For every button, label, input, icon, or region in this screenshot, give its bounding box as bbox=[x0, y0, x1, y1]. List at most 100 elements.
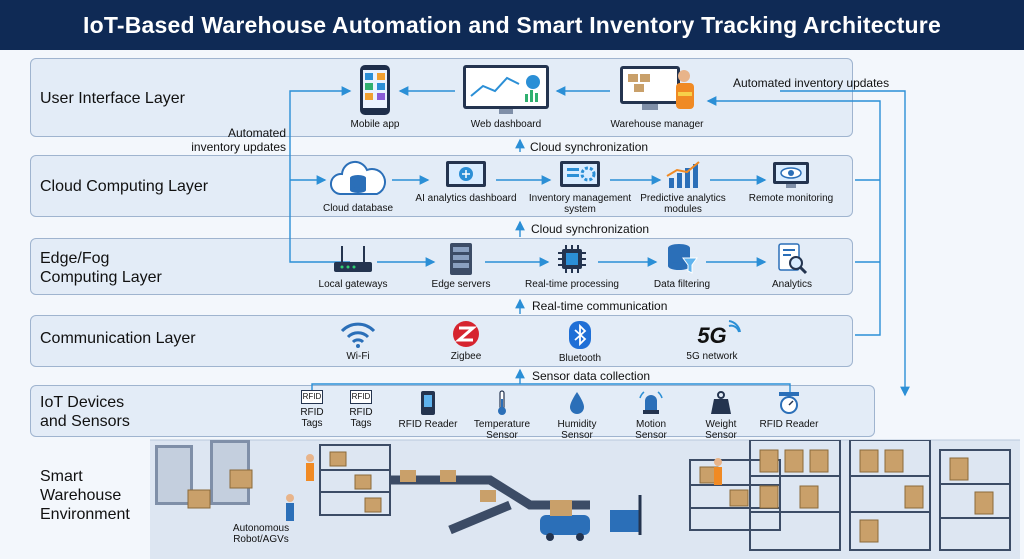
warehouse-illustration bbox=[155, 440, 1011, 551]
fiveg-component: 5G 5G network bbox=[657, 320, 767, 362]
server-rack-icon bbox=[450, 243, 472, 275]
motion-sensor-component: Motion Sensor bbox=[596, 390, 706, 441]
warehouse-manager-component: Warehouse manager bbox=[602, 64, 712, 130]
layer-label-cloud: Cloud Computing Layer bbox=[40, 178, 209, 195]
fiveg-logo-icon: 5G bbox=[657, 320, 767, 351]
remote-monitoring-label: Remote monitoring bbox=[748, 193, 834, 204]
flow-label-sensor-collection: Sensor data collection bbox=[532, 369, 651, 383]
ai-brain-dashboard-icon bbox=[446, 161, 486, 187]
dashboard-monitor-icon bbox=[463, 65, 549, 114]
flow-label-cloud-sync-1: Cloud synchronization bbox=[530, 140, 649, 154]
eye-monitor-icon bbox=[773, 162, 809, 188]
rfid-tags-1-component: RFID RFID Tags bbox=[257, 390, 367, 429]
data-filtering-label: Data filtering bbox=[653, 279, 711, 290]
page-title: IoT-Based Warehouse Automation and Smart… bbox=[0, 0, 1024, 50]
bluetooth-label: Bluetooth bbox=[558, 353, 602, 364]
edge-servers-component: Edge servers bbox=[406, 242, 516, 290]
analytics-label: Analytics bbox=[771, 279, 812, 290]
trend-chart-icon bbox=[666, 161, 700, 188]
zigbee-icon bbox=[453, 321, 479, 347]
data-filtering-component: Data filtering bbox=[627, 242, 737, 290]
weight-sensor-label: Weight Sensor bbox=[705, 419, 737, 441]
edge-layer-panel bbox=[30, 238, 853, 295]
ai-analytics-label: AI analytics dashboard bbox=[415, 193, 517, 204]
flow-label-cloud-sync-2: Cloud synchronization bbox=[531, 222, 650, 236]
inventory-system-label: Inventory management system bbox=[528, 193, 632, 215]
rfid-tag-icon: RFID bbox=[301, 390, 323, 404]
motion-sensor-icon bbox=[639, 391, 663, 414]
warehouse-manager-label: Warehouse manager bbox=[610, 119, 704, 130]
cloud-database-icon bbox=[330, 160, 386, 195]
cloud-database-component: Cloud database bbox=[303, 160, 413, 214]
layer-label-warehouse: Smart Warehouse Environment bbox=[40, 468, 130, 523]
inventory-system-component: Inventory management system bbox=[525, 160, 635, 215]
zigbee-component: Zigbee bbox=[411, 320, 521, 362]
humidity-sensor-label: Humidity Sensor bbox=[557, 419, 597, 441]
rfid-tag-icon: RFID bbox=[350, 390, 372, 404]
layer-label-iot: IoT Devices and Sensors bbox=[40, 394, 130, 430]
realtime-processing-label: Real-time processing bbox=[525, 279, 619, 290]
predictive-analytics-label: Predictive analytics modules bbox=[640, 193, 726, 215]
wifi-icon bbox=[340, 322, 376, 348]
iot-layer-panel bbox=[30, 385, 875, 437]
motion-sensor-label: Motion Sensor bbox=[635, 419, 667, 441]
comm-layer-panel bbox=[30, 315, 853, 367]
forklift bbox=[610, 495, 642, 535]
rfid-tags-2-component: RFID RFID Tags bbox=[306, 390, 416, 429]
web-dashboard-component: Web dashboard bbox=[451, 64, 561, 130]
web-dashboard-label: Web dashboard bbox=[470, 119, 542, 130]
flow-label-auto-updates-right: Automated inventory updates bbox=[733, 76, 890, 90]
wifi-component: Wi-Fi bbox=[303, 320, 413, 362]
temperature-sensor-component: Temperature Sensor bbox=[447, 390, 557, 441]
local-gateways-component: Local gateways bbox=[298, 242, 408, 290]
cloud-layer-panel bbox=[30, 155, 853, 217]
rfid-reader-1-label: RFID Reader bbox=[398, 419, 458, 430]
flow-label-realtime-comm: Real-time communication bbox=[532, 299, 668, 313]
boxes-right bbox=[699, 449, 994, 543]
humidity-sensor-component: Humidity Sensor bbox=[522, 390, 632, 441]
workers bbox=[286, 454, 722, 521]
cloud-database-label: Cloud database bbox=[322, 203, 394, 214]
temperature-sensor-label: Temperature Sensor bbox=[473, 419, 531, 441]
thermometer-icon bbox=[498, 390, 506, 415]
fiveg-label: 5G network bbox=[686, 351, 738, 362]
edge-servers-label: Edge servers bbox=[431, 279, 491, 290]
water-drop-icon bbox=[570, 392, 584, 414]
zigbee-label: Zigbee bbox=[450, 351, 482, 362]
predictive-analytics-component: Predictive analytics modules bbox=[628, 160, 738, 215]
agv-label: Autonomous Robot/AGVs bbox=[232, 523, 290, 545]
magnifier-document-icon bbox=[778, 243, 808, 275]
ai-analytics-component: AI analytics dashboard bbox=[411, 160, 521, 204]
flow-label-auto-updates-left: Automated inventory updates bbox=[191, 126, 286, 154]
layer-label-comm: Communication Layer bbox=[40, 330, 196, 347]
mobile-app-component: Mobile app bbox=[320, 64, 430, 130]
local-gateways-label: Local gateways bbox=[318, 279, 388, 290]
wifi-label: Wi-Fi bbox=[346, 351, 370, 362]
layer-label-edge: Edge/Fog Computing Layer bbox=[40, 250, 162, 286]
inventory-gear-monitor-icon bbox=[560, 161, 600, 187]
smartphone-icon bbox=[360, 65, 390, 115]
rfid-reader-2-label: RFID Reader bbox=[759, 419, 819, 430]
shelving-rack-right bbox=[749, 440, 1011, 551]
realtime-processing-component: Real-time processing bbox=[517, 242, 627, 290]
bluetooth-component: Bluetooth bbox=[525, 320, 635, 364]
router-gateway-icon bbox=[334, 246, 372, 272]
rfid-reader-icon bbox=[421, 391, 435, 415]
mobile-app-label: Mobile app bbox=[350, 119, 400, 130]
cpu-chip-icon bbox=[558, 245, 586, 273]
fiveg-logo-text: 5G bbox=[697, 323, 727, 348]
weight-sensor-component: Weight Sensor bbox=[666, 390, 776, 441]
rfid-tags-1-label: RFID Tags bbox=[300, 407, 324, 429]
analytics-component: Analytics bbox=[737, 242, 847, 290]
remote-monitoring-component: Remote monitoring bbox=[736, 160, 846, 204]
manager-workstation-icon bbox=[620, 66, 694, 110]
scale-reader-icon bbox=[779, 392, 799, 414]
boxes-left bbox=[187, 451, 382, 513]
weight-icon bbox=[711, 391, 731, 414]
layer-label-ui: User Interface Layer bbox=[40, 90, 185, 107]
database-filter-icon bbox=[668, 244, 698, 274]
rfid-reader-1-component: RFID Reader bbox=[373, 390, 483, 430]
bluetooth-icon bbox=[569, 321, 591, 349]
agv-robot bbox=[540, 500, 590, 541]
rfid-reader-2-component: RFID Reader bbox=[734, 390, 844, 430]
